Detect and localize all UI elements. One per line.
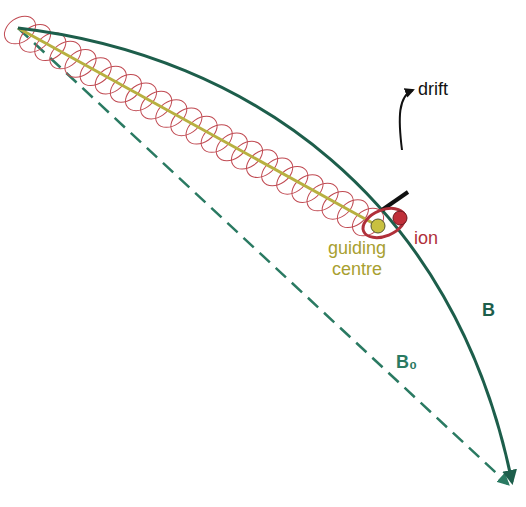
guiding-centre-path: [18, 28, 378, 226]
b0-label: B₀: [396, 352, 417, 373]
gyration-spiral: [0, 10, 389, 241]
guiding-centre-dot: [371, 219, 385, 233]
drift-arrow: [400, 90, 413, 150]
b0-vector: [18, 28, 508, 484]
drift-label: drift: [418, 79, 448, 100]
b-field-line: [18, 28, 512, 482]
ion-label: ion: [414, 228, 438, 249]
b-label: B: [482, 300, 495, 321]
ion-orbit: [359, 203, 410, 244]
guiding-centre-label: guiding centre: [322, 238, 392, 280]
ion-dot: [393, 211, 407, 225]
